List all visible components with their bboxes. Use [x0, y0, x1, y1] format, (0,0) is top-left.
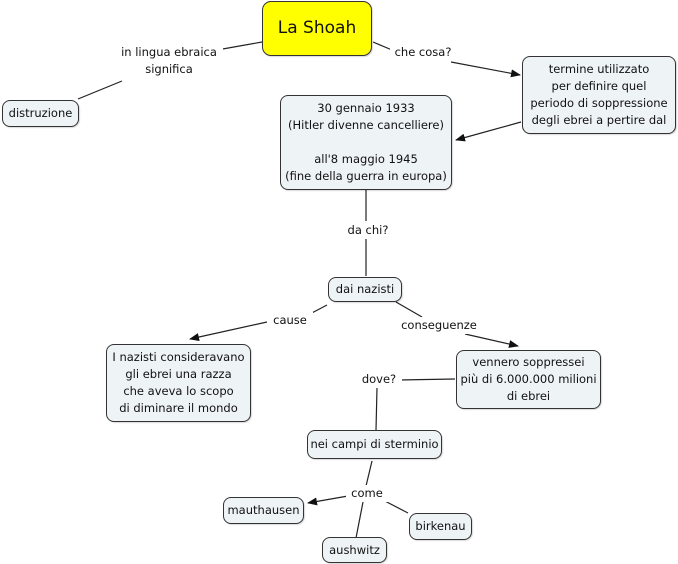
line-conseguenze-soppressi	[464, 333, 519, 348]
node-soppressi[interactable]: vennero soppressei più di 6.000.000 mili…	[456, 350, 601, 409]
link-label-come: come	[346, 485, 388, 502]
link-label-da-chi: da chi?	[341, 222, 395, 239]
line-significa-distruzione	[77, 80, 123, 100]
line-campi-come	[365, 460, 373, 487]
node-cause[interactable]: I nazisti consideravano gli ebrei una ra…	[106, 344, 251, 422]
node-aushwitz[interactable]: aushwitz	[322, 537, 387, 563]
line-come-aushwitz	[355, 501, 364, 539]
line-dove-campi	[375, 387, 378, 431]
line-come-mauthausen	[307, 495, 349, 506]
line-soppressi-dove	[397, 378, 456, 381]
line-root-checosa	[372, 41, 393, 51]
line-termine-date	[455, 121, 522, 142]
link-label-dove: dove?	[356, 371, 402, 388]
link-label-cause: cause	[267, 312, 313, 329]
node-campi-sterminio[interactable]: nei campi di sterminio	[307, 430, 442, 459]
line-checosa-termine	[450, 61, 521, 78]
node-mauthausen[interactable]: mauthausen	[223, 497, 304, 524]
node-date[interactable]: 30 gennaio 1933 (Hitler divenne cancelli…	[280, 95, 452, 190]
link-label-che-cosa: che cosa?	[390, 44, 456, 61]
node-dai-nazisti[interactable]: dai nazisti	[328, 277, 402, 302]
link-label-significa: in lingua ebraica significa	[115, 44, 223, 78]
node-termine[interactable]: termine utilizzato per definire quel per…	[522, 56, 676, 134]
line-root-significa	[216, 41, 263, 51]
node-birkenau[interactable]: birkenau	[409, 513, 472, 540]
root-node-la-shoah[interactable]: La Shoah	[262, 1, 372, 56]
line-cause-node	[189, 321, 268, 341]
line-nazisti-conseguenze	[395, 301, 423, 318]
node-distruzione[interactable]: distruzione	[2, 100, 79, 127]
link-label-conseguenze: conseguenze	[398, 317, 480, 334]
